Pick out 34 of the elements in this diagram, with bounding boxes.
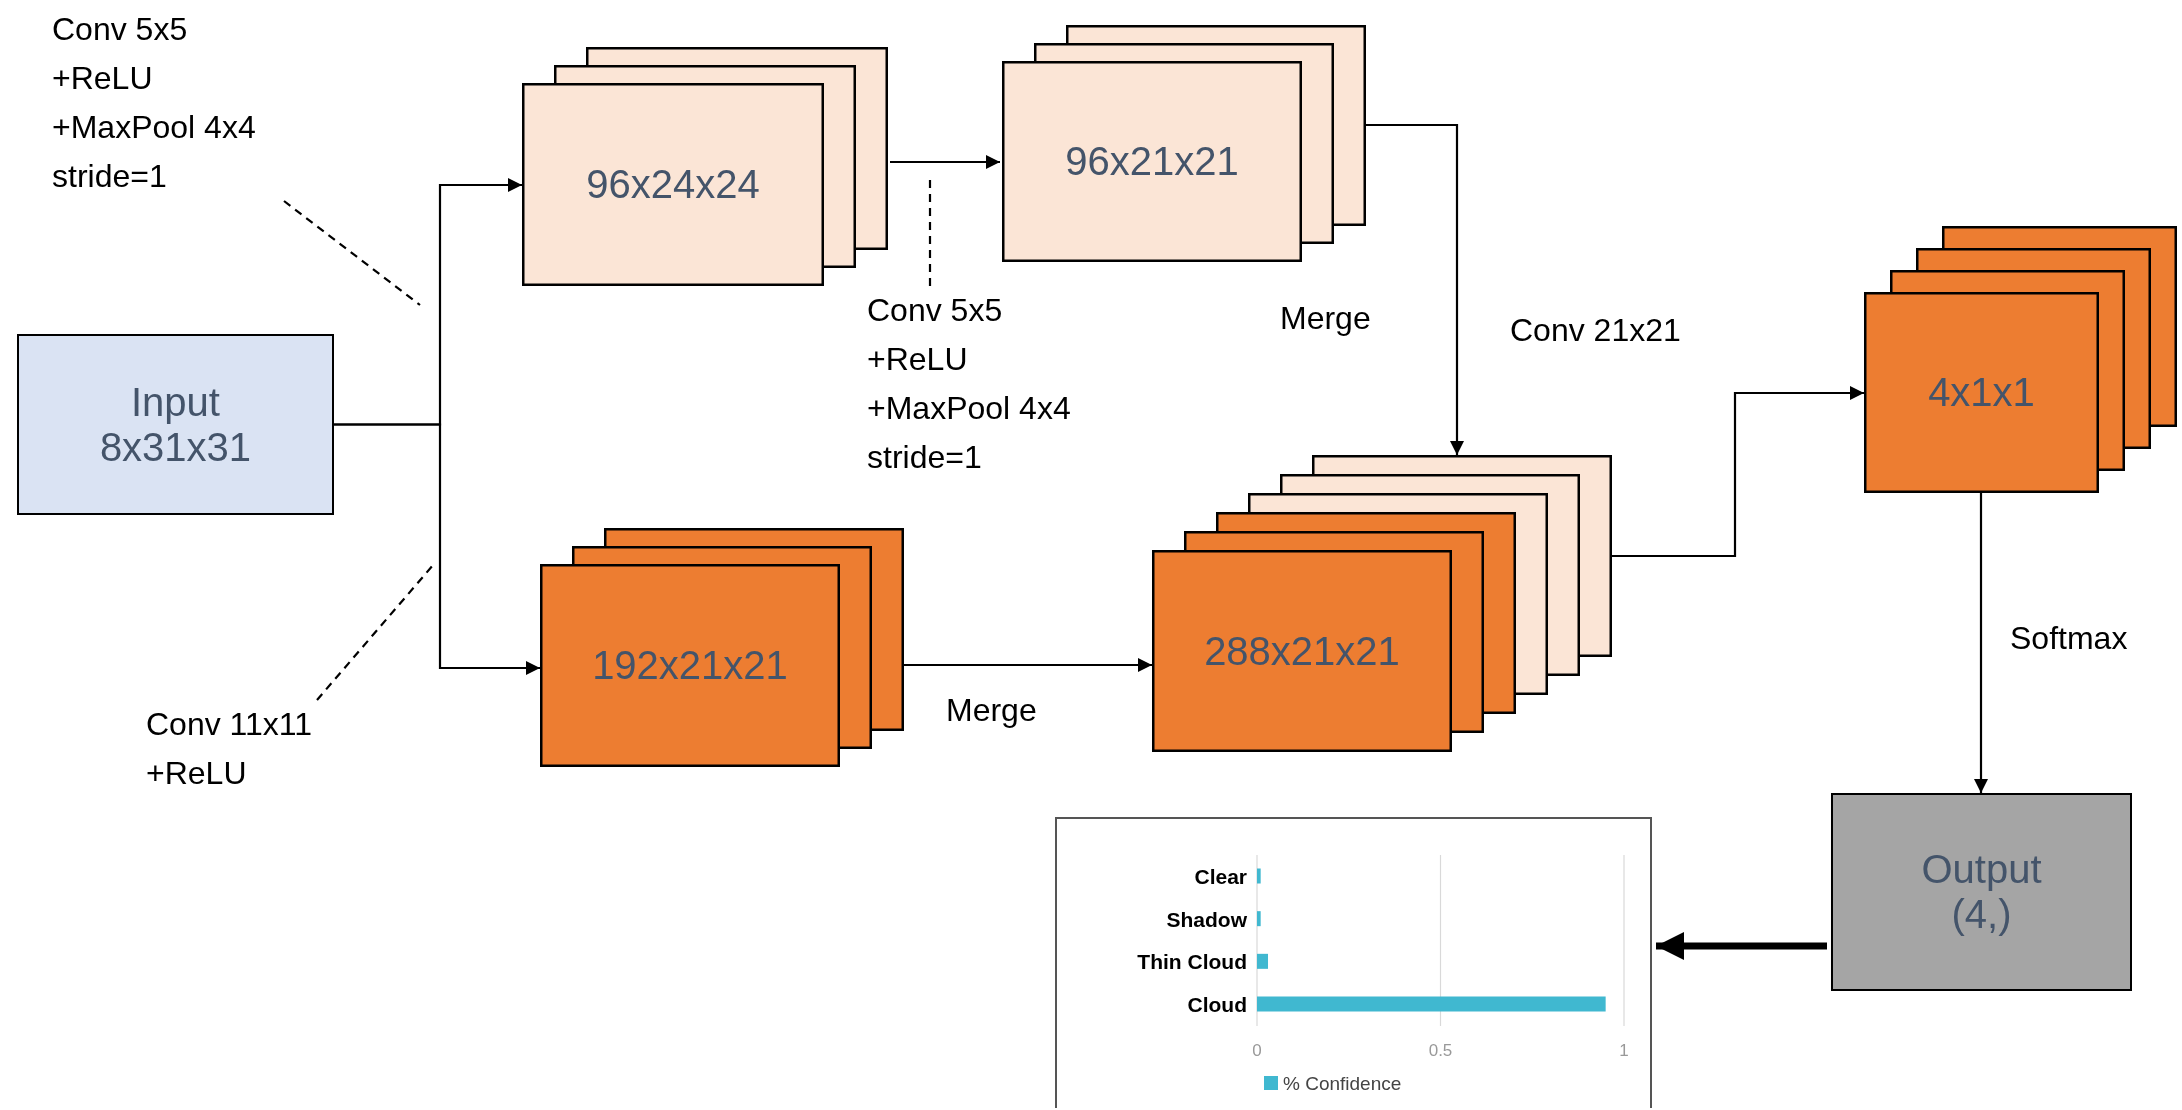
output-box (1831, 793, 2132, 991)
layer-size-label: 192x21x21 (592, 643, 788, 688)
arrow (1366, 123, 1464, 455)
category-label: Thin Cloud (1137, 950, 1247, 974)
category-label: Cloud (1187, 993, 1247, 1016)
box-label: Output (4,) (1921, 847, 2042, 937)
layer-annotation: Conv 5x5 +ReLU +MaxPool 4x4 stride=1 (867, 286, 1099, 482)
step-label: Merge (1280, 300, 1371, 337)
layer-annotation: Conv 5x5 +ReLU +MaxPool 4x4 stride=1 (52, 5, 284, 201)
leader-line (316, 563, 435, 701)
arrow (890, 155, 1000, 169)
chart-frame (1055, 817, 1652, 1108)
leader-line (928, 178, 932, 286)
box-label: Input 8x31x31 (99, 379, 252, 470)
arrow (334, 423, 540, 675)
arrow (1612, 386, 1864, 558)
tick-label: 0.5 (1428, 1041, 1453, 1060)
category-label: Shadow (1166, 907, 1247, 931)
layer-size-label: 96x21x21 (1065, 139, 1239, 184)
layer-annotation: Conv 11x11 +ReLU (146, 700, 378, 798)
step-label: Softmax (2010, 620, 2128, 657)
layer-size-label: 4x1x1 (1928, 370, 2035, 415)
step-label: Conv 21x21 (1510, 312, 1681, 349)
tick-label: 1 (1619, 1041, 1629, 1060)
arrow (904, 658, 1152, 672)
tick-label: 0 (1252, 1041, 1262, 1060)
arrow (1974, 493, 1988, 793)
legend-label: % Confidence (1283, 1073, 1402, 1094)
category-label: Clear (1194, 865, 1247, 888)
input-box (17, 334, 334, 515)
layer-size-label: 96x24x24 (586, 162, 760, 207)
leader-line (283, 200, 421, 306)
step-label: Merge (946, 692, 1037, 729)
layer-size-label: 288x21x21 (1204, 628, 1400, 674)
